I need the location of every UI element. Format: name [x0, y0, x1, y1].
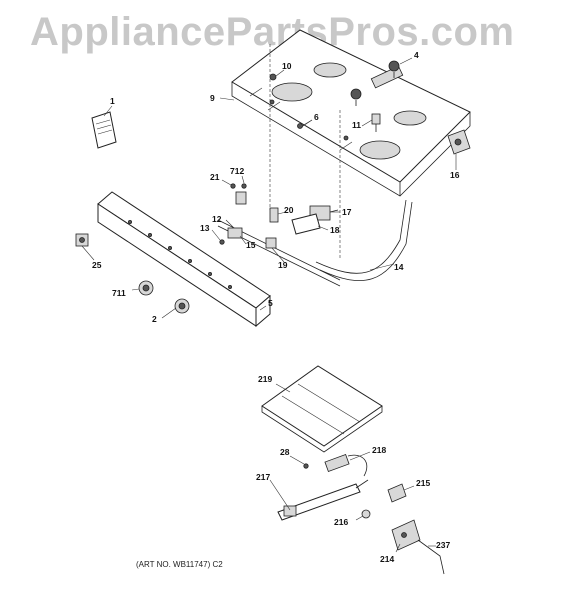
part-16-regulator[interactable] — [447, 129, 471, 155]
part-214-valve[interactable] — [391, 519, 421, 551]
part-10-screw[interactable] — [269, 73, 277, 81]
part-218-igniter[interactable] — [324, 454, 368, 477]
part-18-bracket[interactable] — [291, 213, 321, 235]
callout-15: 15 — [246, 240, 256, 250]
leader-lines — [81, 57, 457, 553]
callout-219: 219 — [258, 374, 272, 384]
art-number: (ART NO. WB11747) C2 — [136, 560, 223, 569]
callout-21: 21 — [210, 172, 220, 182]
callout-13: 13 — [200, 223, 210, 233]
callout-labels: 1 2 4 5 6 9 10 11 12 13 14 15 16 17 18 1… — [92, 50, 460, 564]
part-237-rod[interactable] — [417, 539, 445, 575]
callout-237: 237 — [436, 540, 450, 550]
part-1-owners-manual[interactable] — [91, 111, 117, 149]
part-2-knob[interactable] — [174, 298, 190, 314]
part-14-gas-tube[interactable] — [315, 199, 413, 282]
part-4-valve-assembly[interactable] — [350, 60, 404, 106]
callout-216: 216 — [334, 517, 348, 527]
callout-217: 217 — [256, 472, 270, 482]
part-6-screw[interactable] — [297, 123, 303, 129]
callout-25: 25 — [92, 260, 102, 270]
callout-712: 712 — [230, 166, 244, 176]
callout-711: 711 — [112, 288, 126, 298]
callout-11: 11 — [352, 120, 361, 130]
callout-12: 12 — [212, 214, 222, 224]
watermark: AppliancePartsPros.com — [30, 10, 515, 54]
part-219-heat-shield[interactable] — [261, 365, 383, 453]
part-25-bracket[interactable] — [75, 233, 89, 247]
part-11-clip[interactable] — [371, 113, 381, 132]
callout-5: 5 — [268, 298, 273, 308]
callout-4: 4 — [414, 50, 419, 60]
part-216-nut[interactable] — [361, 509, 371, 519]
part-19-bracket[interactable] — [265, 237, 277, 249]
callout-16: 16 — [450, 170, 460, 180]
callout-28: 28 — [280, 447, 290, 457]
callout-14: 14 — [394, 262, 404, 272]
callout-10: 10 — [282, 61, 292, 71]
part-217-broiler-burner[interactable] — [277, 479, 369, 521]
callout-17: 17 — [342, 207, 352, 217]
callout-218: 218 — [372, 445, 386, 455]
callout-2: 2 — [152, 314, 157, 324]
part-13-nut[interactable] — [219, 239, 225, 245]
part-711-knob[interactable] — [138, 280, 154, 296]
callout-1: 1 — [110, 96, 115, 106]
part-712-orifice[interactable] — [241, 183, 247, 189]
callout-18: 18 — [330, 225, 340, 235]
callout-9: 9 — [210, 93, 215, 103]
part-215-bracket[interactable] — [387, 483, 407, 503]
callout-215: 215 — [416, 478, 430, 488]
part-9-burner-box[interactable] — [231, 29, 471, 197]
callout-19: 19 — [278, 260, 288, 270]
callout-214: 214 — [380, 554, 394, 564]
part-21-orifice[interactable] — [230, 183, 236, 189]
callout-20: 20 — [284, 205, 294, 215]
part-28-screw[interactable] — [303, 463, 309, 469]
callout-6: 6 — [314, 112, 319, 122]
part-5-manifold-panel[interactable] — [97, 191, 271, 328]
